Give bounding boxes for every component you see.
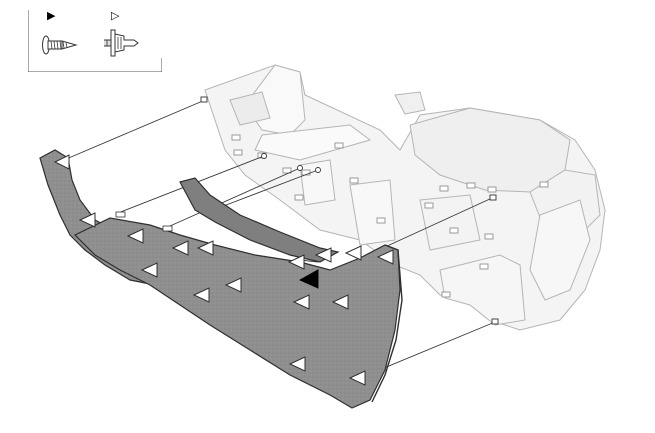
clip-slot — [162, 225, 173, 232]
clip-marker — [344, 245, 362, 261]
upper-inner-trim-strip — [179, 177, 340, 263]
clip-marker — [224, 277, 242, 293]
clip-marker — [287, 254, 305, 270]
clip-marker — [292, 294, 310, 310]
push-clip-icon — [104, 29, 139, 57]
clip-marker — [126, 228, 144, 244]
screw-icon — [42, 35, 78, 55]
clip-marker — [78, 212, 96, 228]
clip-marker — [192, 287, 210, 303]
clip-marker — [171, 240, 189, 256]
console-frame-assembly — [204, 64, 606, 331]
frame-fastener-points — [200, 96, 499, 325]
legend-frame — [28, 10, 162, 72]
clip-marker — [140, 262, 158, 278]
screw-marker — [298, 269, 319, 289]
clip-marker — [348, 370, 366, 386]
clip-marker — [376, 249, 394, 265]
clip-symbol: ▷ — [111, 10, 120, 22]
clip-markers — [53, 154, 394, 386]
clip-marker — [314, 247, 332, 263]
clip-marker — [288, 356, 306, 372]
clip-marker — [53, 154, 70, 170]
screw-markers — [298, 269, 319, 289]
clip-marker — [196, 240, 214, 256]
fastener-legend: ▶ ▷ — [28, 10, 162, 72]
screw-symbol: ▶ — [47, 10, 56, 22]
frame-mounting-tabs — [231, 134, 549, 298]
clip-slot — [115, 211, 126, 218]
clip-marker — [331, 294, 349, 310]
